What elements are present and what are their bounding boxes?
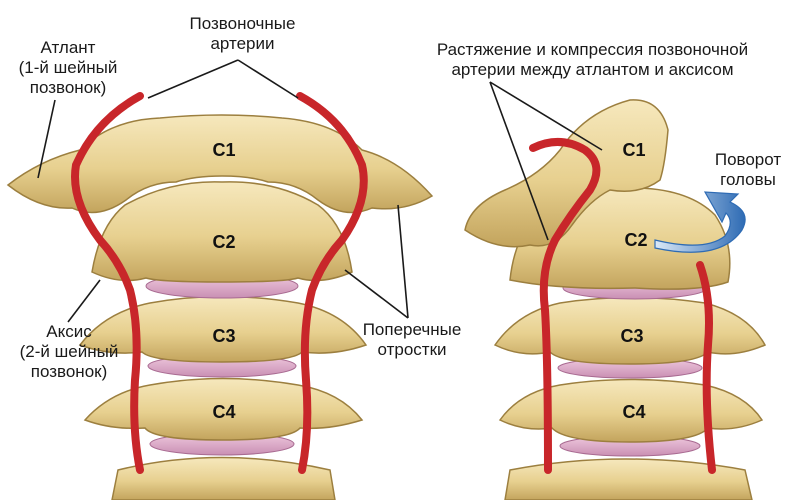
front-c1-vertebra (6, 114, 434, 214)
label-transverse-line-1: Поперечные (362, 320, 462, 339)
side-c3-vertebra (493, 296, 767, 365)
leader-atlas (37, 99, 56, 179)
label-rotation-line-1: Поворот (714, 150, 782, 169)
side-artery-stretched (529, 138, 601, 474)
side-label-c4: C4 (622, 402, 646, 422)
front-c2-vertebra (91, 181, 353, 283)
label-atlas-line-1: Атлант (40, 38, 96, 57)
front-c4-vertebra (83, 377, 364, 441)
label-transverse-line-2: отростки (377, 340, 447, 359)
leader-stretch-2 (489, 81, 603, 151)
rotated-spine-view (464, 99, 767, 500)
front-c3-vertebra (78, 295, 368, 363)
front-c5-body (111, 456, 336, 500)
side-label-c2: C2 (624, 230, 648, 250)
front-label-c1: C1 (212, 140, 236, 160)
leader-axis (67, 279, 101, 323)
label-vertebral-arteries: Позвоночные артерии (189, 14, 296, 53)
front-right-artery (296, 92, 368, 474)
side-artery-back (696, 261, 716, 474)
leader-lines (37, 59, 603, 323)
leader-transverse-2 (344, 269, 409, 319)
leader-arteries-left (147, 59, 239, 99)
rotation-arrow (654, 191, 746, 253)
front-left-artery (71, 92, 144, 474)
side-label-c3: C3 (620, 326, 644, 346)
label-atlas-line-3: позвонок) (29, 78, 107, 97)
side-label-c1: C1 (622, 140, 646, 160)
label-axis-line-1: Аксис (46, 322, 92, 341)
front-label-c2: C2 (212, 232, 236, 252)
label-axis: Аксис (2-й шейный позвонок) (8, 322, 130, 382)
label-stretch-line-2: артерии между атлантом и аксисом (451, 60, 734, 79)
label-transverse-processes: Поперечные отростки (352, 320, 472, 360)
label-rotation-line-2: головы (720, 170, 776, 189)
front-spine-view (6, 92, 434, 500)
label-axis-line-3: позвонок) (30, 362, 108, 381)
label-stretch-line-1: Растяжение и компрессия позвоночной (436, 40, 749, 59)
front-label-c4: C4 (212, 402, 236, 422)
side-c4-vertebra (498, 378, 764, 443)
front-label-c3: C3 (212, 326, 236, 346)
label-axis-line-2: (2-й шейный (19, 342, 119, 361)
leader-arteries-right (237, 59, 299, 99)
label-atlas-line-2: (1-й шейный (18, 58, 118, 77)
leader-transverse-1 (397, 204, 409, 319)
leader-stretch-1 (489, 81, 549, 241)
label-atlas: Атлант (1-й шейный позвонок) (8, 38, 128, 98)
label-head-rotation: Поворот головы (702, 150, 794, 190)
label-stretch-compression: Растяжение и компрессия позвоночной арте… (400, 40, 785, 80)
